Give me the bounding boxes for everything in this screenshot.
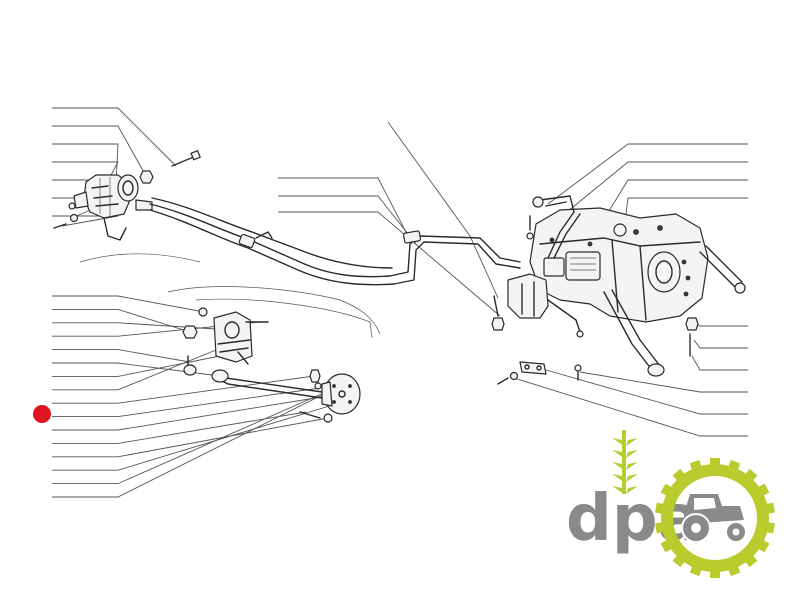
- callout-leader: [561, 161, 748, 217]
- washer-icon: [519, 361, 547, 375]
- callout-leader: [52, 411, 307, 444]
- hydraulic-pump-icon: [73, 174, 153, 241]
- callout-leader: [278, 177, 409, 237]
- steering-cylinder-icon: [211, 369, 361, 423]
- callout-leader: [278, 211, 501, 317]
- selected-callout-marker[interactable]: [33, 405, 51, 423]
- callout-leader: [52, 295, 205, 313]
- callout-leader: [52, 308, 191, 333]
- callout-leader: [693, 321, 748, 327]
- callout-leader: [52, 393, 341, 431]
- callout-leader: [545, 369, 748, 415]
- callout-leaders-center: [278, 121, 501, 317]
- wheat-grain: [626, 462, 638, 470]
- hydraulic-pipes: [149, 197, 521, 286]
- callout-leader: [52, 379, 353, 498]
- callout-leader: [52, 349, 217, 391]
- callout-leader: [52, 375, 315, 404]
- callout-leader: [693, 339, 748, 349]
- gear-icon: [655, 458, 775, 578]
- callout-leader: [52, 403, 337, 471]
- tractor-icon: [681, 494, 747, 543]
- callout-leader: [52, 125, 147, 177]
- callout-leader: [52, 107, 177, 167]
- callout-leader: [52, 387, 321, 418]
- bolt-icon: [491, 295, 699, 385]
- nut-icon: [68, 170, 154, 223]
- callout-leader: [52, 351, 241, 377]
- bracket-icon: [182, 307, 269, 376]
- callout-leader: [691, 355, 748, 371]
- callout-leader: [52, 417, 329, 458]
- bolt-icon: [53, 150, 201, 229]
- wheat-grain: [626, 450, 638, 458]
- callout-leader: [52, 322, 233, 331]
- wheat-grain: [612, 474, 624, 482]
- gear-ring: [661, 464, 769, 572]
- wheat-grain: [626, 438, 638, 446]
- contour-lines: [79, 253, 381, 339]
- wheat-grain: [626, 486, 638, 494]
- callout-leaders-left-lower: [52, 295, 353, 498]
- callout-leader: [52, 383, 345, 485]
- callout-leader: [52, 143, 119, 185]
- callout-leader: [52, 321, 261, 337]
- wheat-icon: [612, 430, 638, 494]
- callout-leader: [513, 377, 748, 437]
- wheat-grain: [626, 474, 638, 482]
- tractor-hub: [691, 523, 701, 533]
- wheat-grain: [612, 462, 624, 470]
- callout-leader: [579, 371, 748, 393]
- callout-leader: [52, 349, 191, 363]
- callout-leader: [547, 143, 748, 205]
- callout-leaders-right: [513, 143, 748, 437]
- callout-leader: [278, 195, 417, 245]
- wheat-grain: [612, 438, 624, 446]
- tractor-window: [694, 498, 716, 510]
- callout-leader: [387, 121, 499, 299]
- tractor-hub: [732, 528, 740, 536]
- dpa-logo: dpa: [566, 430, 775, 578]
- wheat-stem: [622, 430, 626, 494]
- lift-cover-assembly-icon: [507, 195, 746, 377]
- wheat-grain: [612, 450, 624, 458]
- wheat-grain: [612, 486, 624, 494]
